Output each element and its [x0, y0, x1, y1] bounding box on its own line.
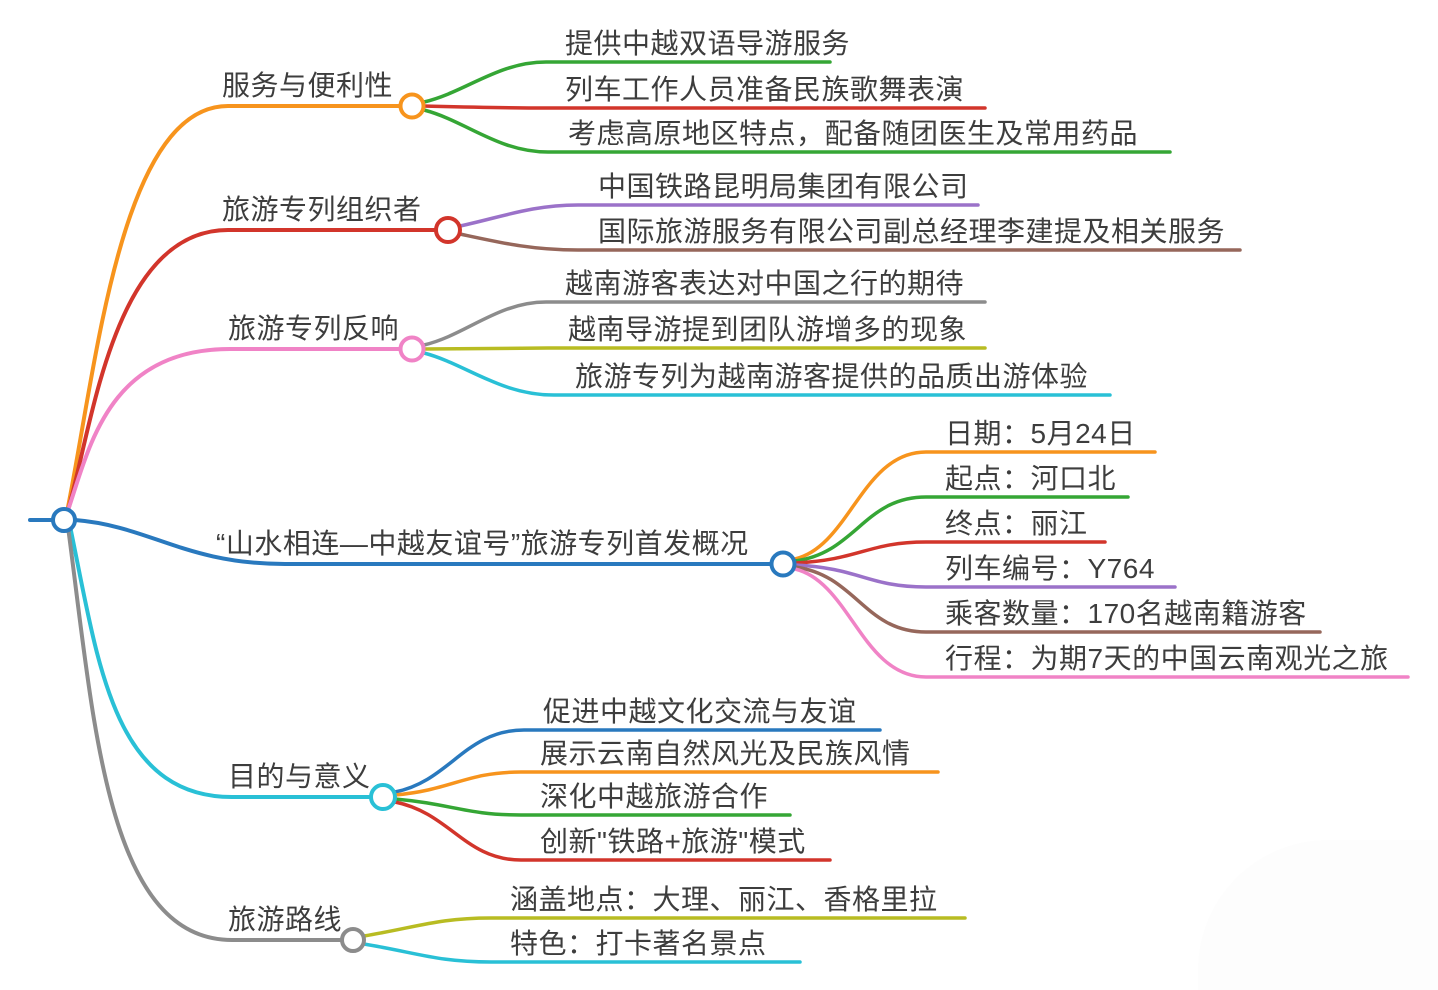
- leaf-purpose-1-label[interactable]: 展示云南自然风光及民族风情: [540, 738, 911, 769]
- edge-organizer-leaf-1: [458, 232, 1242, 252]
- leaf-response-0-label[interactable]: 越南游客表达对中国之行的期待: [565, 268, 965, 299]
- leaf-overview-passengers-label[interactable]: 乘客数量：170名越南籍游客: [945, 598, 1307, 629]
- edge-root-to-purpose: [68, 524, 373, 799]
- edge-root-to-service: [65, 104, 402, 514]
- leaf-purpose-0-label[interactable]: 促进中越文化交流与友谊: [543, 696, 857, 727]
- edge-purpose-leaf-0: [393, 728, 882, 794]
- purpose-node-circle[interactable]: [369, 783, 397, 811]
- leaf-organizer-0-label[interactable]: 中国铁路昆明局集团有限公司: [598, 171, 969, 202]
- edge-root-to-route: [66, 525, 344, 942]
- edge-purpose-leaf-3: [393, 800, 832, 862]
- edge-purpose-leaf-2: [393, 797, 792, 817]
- service-node-circle[interactable]: [398, 92, 426, 120]
- edge-response-leaf-2: [422, 351, 1112, 397]
- edge-service-leaf-2: [422, 108, 1172, 154]
- route-node-circle[interactable]: [340, 927, 366, 953]
- edge-overview-leaf-5: [793, 567, 1410, 679]
- leaf-organizer-1-label[interactable]: 国际旅游服务有限公司副总经理李建提及相关服务: [598, 216, 1226, 247]
- edge-root-to-response: [64, 347, 402, 518]
- leaf-service-0-label[interactable]: 提供中越双语导游服务: [565, 28, 851, 59]
- leaf-overview-origin-label[interactable]: 起点：河口北: [945, 463, 1117, 494]
- leaf-overview-itinerary-label[interactable]: 行程：为期7天的中国云南观光之旅: [945, 643, 1389, 674]
- root-node-circle[interactable]: [51, 507, 77, 533]
- edge-response-leaf-1: [422, 346, 987, 351]
- edge-overview-leaf-1: [793, 495, 1130, 563]
- branch-organizer-label[interactable]: 旅游专列组织者: [222, 194, 422, 225]
- leaf-purpose-2-label[interactable]: 深化中越旅游合作: [540, 781, 769, 812]
- leaf-response-2-label[interactable]: 旅游专列为越南游客提供的品质出游体验: [575, 361, 1089, 392]
- organizer-node-circle[interactable]: [434, 216, 462, 244]
- edge-root-to-organizer: [65, 228, 438, 516]
- branch-route-label[interactable]: 旅游路线: [228, 904, 343, 935]
- overview-node-circle[interactable]: [769, 550, 797, 578]
- branch-response-label[interactable]: 旅游专列反响: [228, 313, 400, 344]
- edge-purpose-leaf-1: [393, 770, 940, 797]
- edge-route-leaf-0: [362, 916, 967, 938]
- edge-overview-leaf-4: [793, 565, 1322, 634]
- leaf-response-1-label[interactable]: 越南导游提到团队游增多的现象: [568, 314, 968, 345]
- leaf-overview-terminus-label[interactable]: 终点：丽江: [945, 508, 1088, 539]
- leaf-purpose-3-label[interactable]: 创新"铁路+旅游"模式: [540, 826, 806, 857]
- edge-root-to-overview: [73, 518, 773, 566]
- leaf-service-2-label[interactable]: 考虑高原地区特点，配备随团医生及常用药品: [568, 118, 1139, 149]
- response-node-circle[interactable]: [398, 335, 426, 363]
- leaf-route-places-label[interactable]: 涵盖地点：大理、丽江、香格里拉: [510, 884, 938, 915]
- edge-organizer-leaf-0: [458, 203, 980, 228]
- leaf-overview-train-no-label[interactable]: 列车编号：Y764: [945, 553, 1155, 584]
- leaf-service-1-label[interactable]: 列车工作人员准备民族歌舞表演: [565, 74, 965, 105]
- branch-overview-label[interactable]: “山水相连—中越友谊号”旅游专列首发概况: [216, 528, 749, 559]
- edge-overview-leaf-3: [793, 563, 1177, 589]
- leaf-route-feature-label[interactable]: 特色：打卡著名景点: [510, 928, 767, 959]
- edge-response-leaf-0: [422, 300, 987, 347]
- edge-route-leaf-1: [362, 942, 802, 964]
- edge-overview-leaf-2: [793, 540, 1107, 565]
- edge-overview-leaf-0: [793, 450, 1157, 561]
- edge-service-leaf-1: [422, 104, 987, 110]
- branch-purpose-label[interactable]: 目的与意义: [228, 761, 371, 792]
- leaf-overview-date-label[interactable]: 日期：5月24日: [945, 418, 1136, 449]
- branch-service-label[interactable]: 服务与便利性: [222, 70, 394, 101]
- edge-service-leaf-0: [422, 60, 832, 104]
